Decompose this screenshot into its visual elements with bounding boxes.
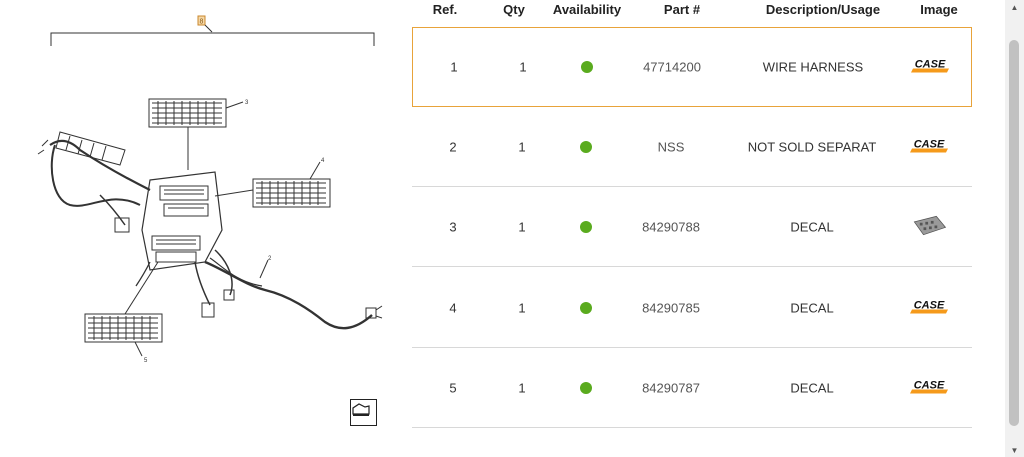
part-number-cell[interactable]: NSS [657, 139, 685, 154]
part-image[interactable]: CASE [909, 298, 949, 317]
part-number-cell[interactable]: 84290787 [642, 380, 700, 395]
table-row[interactable]: 1 1 47714200 WIRE HARNESS CASE [412, 27, 972, 107]
table-row[interactable]: 3 1 84290788 DECAL [412, 187, 972, 267]
column-header-image[interactable]: Image [920, 2, 958, 17]
column-header-qty[interactable]: Qty [503, 2, 525, 17]
svg-text:CASE: CASE [914, 379, 945, 391]
svg-text:CASE: CASE [915, 59, 946, 71]
part-image[interactable]: CASE [910, 58, 950, 77]
table-row[interactable]: 2 1 NSS NOT SOLD SEPARAT CASE [412, 107, 972, 187]
fullscreen-toggle-button[interactable] [350, 399, 377, 426]
callout-label: 5 [144, 358, 148, 364]
column-header-ref[interactable]: Ref. [432, 2, 458, 17]
description-cell: DECAL [790, 380, 834, 395]
qty-cell: 1 [518, 219, 526, 234]
vertical-scrollbar[interactable]: ▲ ▼ [1005, 0, 1024, 457]
description-cell: DECAL [790, 300, 834, 315]
qty-cell: 1 [519, 59, 527, 75]
scrollbar-thumb[interactable] [1009, 40, 1019, 426]
part-image[interactable]: CASE [909, 378, 949, 397]
table-header: Ref. Qty Availability Part # Description… [412, 0, 972, 22]
callout-label: 4 [321, 158, 325, 164]
decal-thumbnail-icon [913, 215, 947, 235]
description-cell: NOT SOLD SEPARAT [747, 139, 877, 154]
column-header-availability[interactable]: Availability [552, 2, 622, 17]
expand-view-icon [352, 403, 370, 416]
part-image[interactable] [909, 214, 949, 239]
callout-label: 3 [245, 100, 249, 106]
ref-cell: 1 [450, 59, 458, 75]
callout-label: 8 [200, 19, 204, 26]
ref-cell: 5 [449, 380, 457, 395]
callout-label: 2 [268, 256, 272, 262]
part-number-cell[interactable]: 84290785 [642, 300, 700, 315]
case-logo-icon: CASE [910, 379, 948, 393]
table-row[interactable]: 5 1 84290787 DECAL CASE [412, 348, 972, 428]
column-header-description[interactable]: Description/Usage [765, 2, 881, 17]
svg-text:CASE: CASE [914, 299, 945, 311]
ref-cell: 4 [449, 300, 457, 315]
parts-diagram[interactable]: 8 3 4 5 [0, 0, 400, 457]
wire-harness-drawing: 8 3 4 5 [37, 15, 383, 364]
availability-indicator [581, 61, 593, 73]
part-number-cell[interactable]: 84290788 [642, 219, 700, 234]
scroll-up-arrow-icon[interactable]: ▲ [1010, 2, 1019, 12]
availability-indicator [580, 220, 592, 233]
availability-indicator [580, 140, 592, 153]
description-cell: DECAL [790, 219, 834, 234]
scroll-down-arrow-icon[interactable]: ▼ [1010, 445, 1019, 455]
case-logo-icon: CASE [910, 138, 948, 152]
table-row[interactable]: 4 1 84290785 DECAL CASE [412, 268, 972, 348]
qty-cell: 1 [518, 300, 526, 315]
column-header-part-number[interactable]: Part # [663, 2, 701, 17]
part-image[interactable]: CASE [909, 137, 949, 156]
part-number-cell[interactable]: 47714200 [643, 59, 701, 75]
case-logo-icon: CASE [910, 299, 948, 313]
case-logo-icon: CASE [911, 59, 949, 73]
availability-indicator [580, 381, 592, 394]
parts-table: Ref. Qty Availability Part # Description… [412, 0, 972, 428]
qty-cell: 1 [518, 380, 526, 395]
svg-text:CASE: CASE [914, 138, 945, 150]
description-cell: WIRE HARNESS [762, 59, 864, 75]
availability-indicator [580, 301, 592, 314]
ref-cell: 3 [449, 219, 457, 234]
ref-cell: 2 [449, 139, 457, 154]
qty-cell: 1 [518, 139, 526, 154]
